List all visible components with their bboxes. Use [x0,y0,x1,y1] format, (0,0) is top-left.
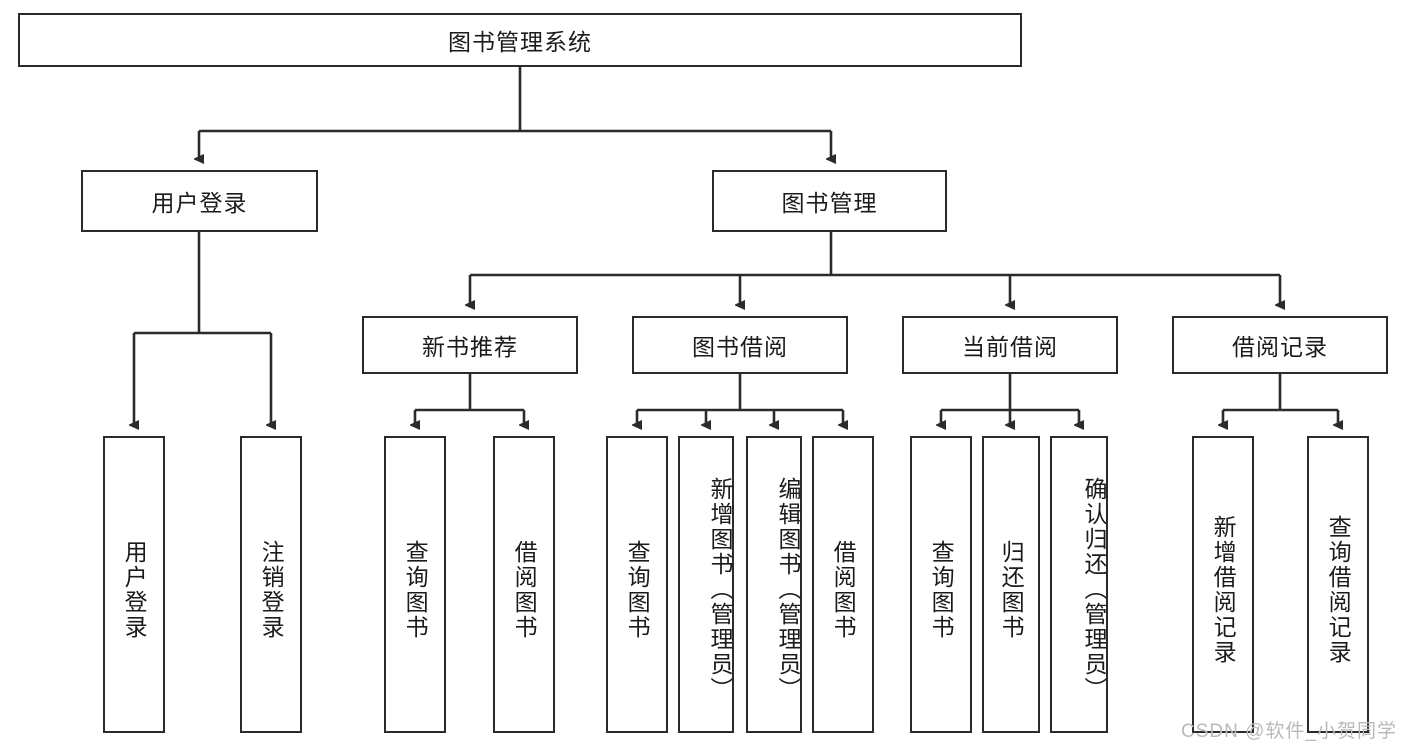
node-label: 借阅图书 [511,539,538,640]
node-label: 查询图书 [928,539,955,640]
leaf-query-book-recommend[interactable]: 查询图书 [384,436,446,733]
leaf-confirm-return-admin[interactable]: 确认归还（管理员） [1050,436,1108,733]
node-label: 当前借阅 [962,334,1058,360]
node-label: 归还图书 [998,539,1025,640]
node-book-borrow[interactable]: 图书借阅 [632,316,848,374]
leaf-edit-book-admin[interactable]: 编辑图书（管理员） [746,436,802,733]
leaf-query-borrow-record[interactable]: 查询借阅记录 [1307,436,1369,733]
leaf-borrow-book[interactable]: 借阅图书 [812,436,874,733]
leaf-borrow-book-recommend[interactable]: 借阅图书 [493,436,555,733]
node-label: 注销登录 [258,539,285,640]
leaf-return-book[interactable]: 归还图书 [982,436,1040,733]
leaf-user-login[interactable]: 用户登录 [103,436,165,733]
leaf-logout[interactable]: 注销登录 [240,436,302,733]
watermark-text: CSDN @软件_小贺同学 [1181,721,1397,742]
node-book-management[interactable]: 图书管理 [712,170,947,232]
node-label: 新增借阅记录 [1210,514,1237,665]
node-label: 图书管理系统 [448,29,592,55]
node-label: 确认归还（管理员） [1081,477,1107,702]
node-label: 图书借阅 [692,334,788,360]
node-root-system[interactable]: 图书管理系统 [18,13,1022,67]
node-user-login[interactable]: 用户登录 [81,170,318,232]
leaf-query-book-current[interactable]: 查询图书 [910,436,972,733]
node-new-book-recommend[interactable]: 新书推荐 [362,316,578,374]
node-label: 新书推荐 [422,334,518,360]
node-current-borrow[interactable]: 当前借阅 [902,316,1118,374]
node-label: 图书管理 [781,190,878,216]
node-label: 查询借阅记录 [1325,514,1352,665]
node-borrow-records[interactable]: 借阅记录 [1172,316,1388,374]
node-label: 借阅记录 [1232,334,1328,360]
leaf-query-book-borrow[interactable]: 查询图书 [606,436,668,733]
leaf-add-borrow-record[interactable]: 新增借阅记录 [1192,436,1254,733]
node-label: 用户登录 [151,190,248,216]
node-label: 用户登录 [121,539,148,640]
node-label: 编辑图书（管理员） [775,477,801,702]
leaf-add-book-admin[interactable]: 新增图书（管理员） [678,436,734,733]
node-label: 借阅图书 [830,539,857,640]
node-label: 查询图书 [624,539,651,640]
node-label: 查询图书 [402,539,429,640]
node-label: 新增图书（管理员） [707,477,733,702]
